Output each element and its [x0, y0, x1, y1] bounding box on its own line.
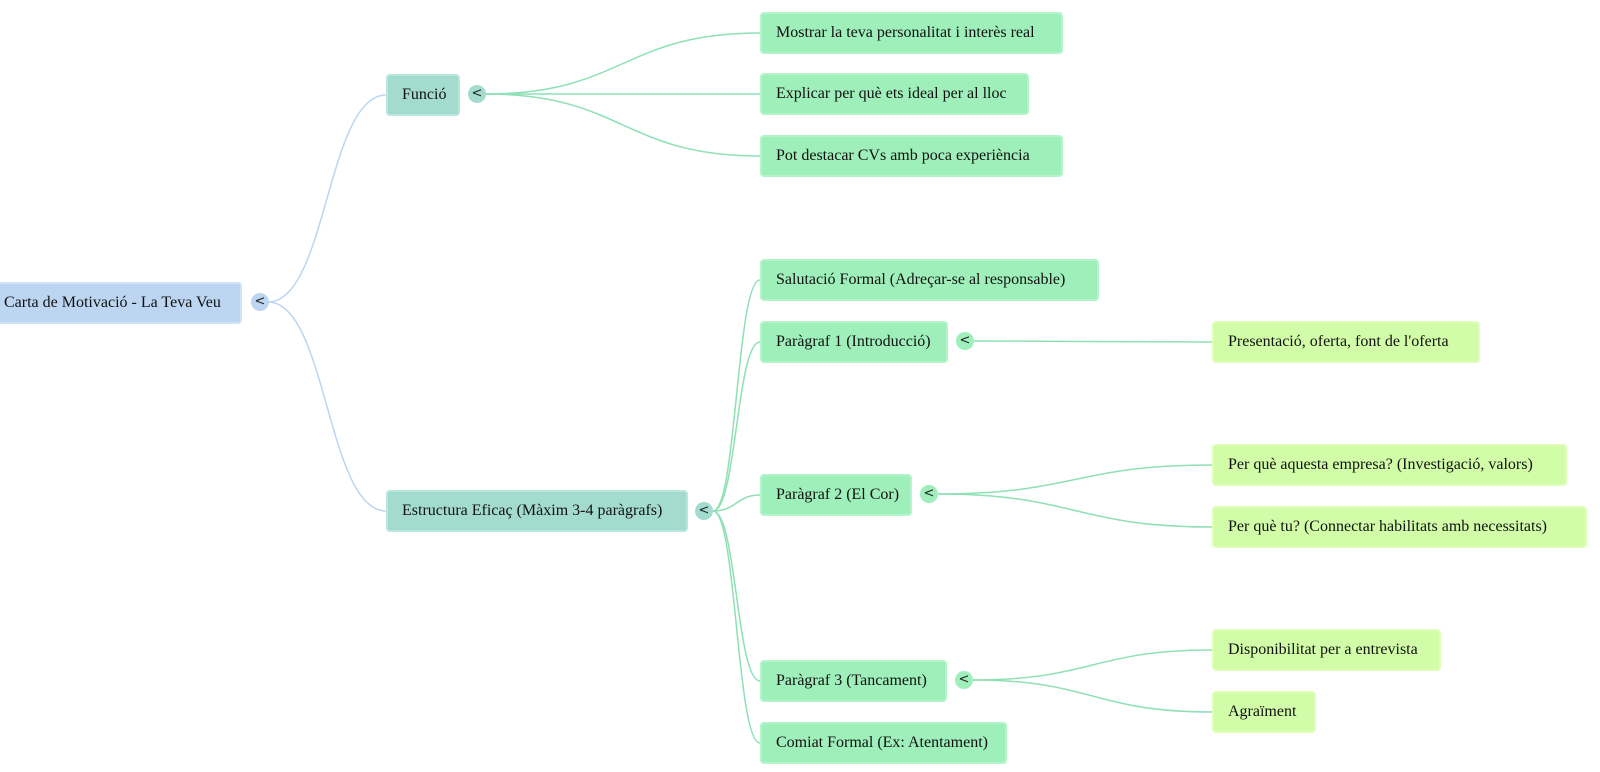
node-detail[interactable]: Agraïment: [1212, 691, 1316, 733]
node-funcio[interactable]: Funció: [386, 74, 460, 116]
connector-line: [712, 510, 761, 744]
connector-line: [485, 32, 761, 95]
collapse-root-toggle[interactable]: <: [251, 293, 269, 311]
connector-line: [712, 510, 761, 682]
collapse-estructura-toggle[interactable]: <: [695, 502, 713, 520]
node-funcio-child[interactable]: Explicar per què ets ideal per al lloc: [760, 73, 1029, 115]
connector-line: [485, 93, 761, 157]
node-funcio-child[interactable]: Mostrar la teva personalitat i interès r…: [760, 12, 1063, 54]
node-salutacio[interactable]: Salutació Formal (Adreçar-se al responsa…: [760, 259, 1099, 301]
connector-line: [973, 340, 1213, 343]
node-detail[interactable]: Presentació, oferta, font de l'oferta: [1212, 321, 1480, 363]
connector-line: [712, 279, 761, 512]
root-node[interactable]: Carta de Motivació - La Teva Veu: [0, 282, 242, 324]
node-paragraf-3[interactable]: Paràgraf 3 (Tancament): [760, 660, 947, 702]
connector-line: [267, 94, 387, 303]
connector-line: [972, 679, 1213, 713]
node-funcio-child[interactable]: Pot destacar CVs amb poca experiència: [760, 135, 1063, 177]
node-comiat[interactable]: Comiat Formal (Ex: Atentament): [760, 722, 1007, 764]
node-estructura[interactable]: Estructura Eficaç (Màxim 3-4 paràgrafs): [386, 490, 688, 532]
node-paragraf-1[interactable]: Paràgraf 1 (Introducció): [760, 321, 948, 363]
node-detail[interactable]: Disponibilitat per a entrevista: [1212, 629, 1441, 671]
connector-line: [937, 493, 1213, 528]
connector-line: [267, 301, 387, 512]
node-detail[interactable]: Per què aquesta empresa? (Investigació, …: [1212, 444, 1567, 486]
connector-line: [712, 494, 761, 512]
collapse-paragraf-3-toggle[interactable]: <: [955, 671, 973, 689]
connector-line: [972, 649, 1213, 681]
node-detail[interactable]: Per què tu? (Connectar habilitats amb ne…: [1212, 506, 1587, 548]
collapse-paragraf-2-toggle[interactable]: <: [920, 485, 938, 503]
node-paragraf-2[interactable]: Paràgraf 2 (El Cor): [760, 474, 912, 516]
connector-line: [937, 464, 1213, 495]
collapse-funcio-toggle[interactable]: <: [468, 85, 486, 103]
connector-line: [712, 341, 761, 512]
collapse-paragraf-1-toggle[interactable]: <: [956, 332, 974, 350]
